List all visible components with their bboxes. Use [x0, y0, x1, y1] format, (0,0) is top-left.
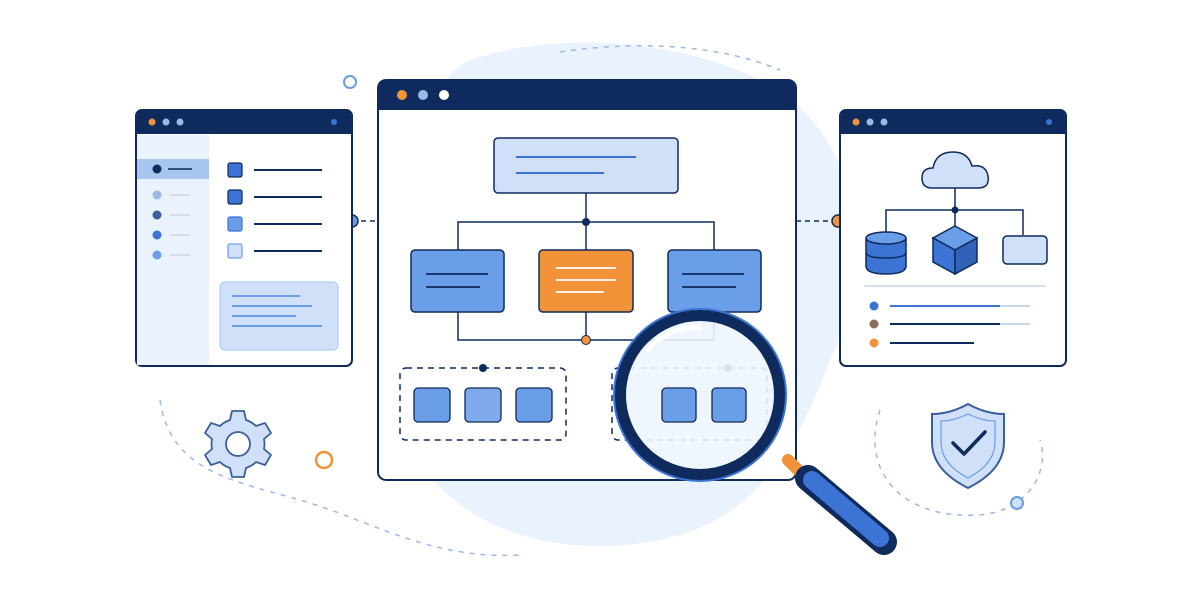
- window-dot-icon: [162, 118, 170, 126]
- dashed-curve-top: [559, 45, 781, 71]
- status-dot: [869, 319, 879, 329]
- list-item-checkbox[interactable]: [227, 189, 243, 205]
- left-window: [135, 109, 353, 367]
- window-dot-icon: [418, 90, 428, 100]
- cube-icon: [931, 225, 979, 276]
- module-block[interactable]: [413, 387, 451, 423]
- ring-decoration: [343, 75, 357, 89]
- gear-icon: [204, 410, 272, 478]
- window-dot-icon: [439, 90, 449, 100]
- window-dot-icon: [176, 118, 184, 126]
- module-block[interactable]: [464, 387, 502, 423]
- dashed-curve-right: [874, 409, 1044, 517]
- list-item-checkbox[interactable]: [227, 216, 243, 232]
- window-dot-icon: [397, 90, 407, 100]
- list-item-checkbox[interactable]: [227, 243, 243, 259]
- list-item-checkbox[interactable]: [227, 162, 243, 178]
- window-dot-icon: [880, 118, 888, 126]
- status-dot: [869, 338, 879, 348]
- cloud-icon: [921, 151, 990, 189]
- sidebar-item[interactable]: [152, 190, 162, 200]
- sidebar-item[interactable]: [152, 210, 162, 220]
- junction-node: [581, 335, 591, 345]
- flow-node-right[interactable]: [667, 249, 762, 313]
- window-dot-icon: [1046, 119, 1052, 125]
- window-dot-icon: [331, 119, 337, 125]
- status-dot: [869, 301, 879, 311]
- window-dot-icon: [148, 118, 156, 126]
- dashed-curve-left: [159, 399, 521, 557]
- ring-decoration: [314, 450, 334, 470]
- sidebar-item[interactable]: [152, 230, 162, 240]
- flow-node-root[interactable]: [493, 137, 679, 194]
- ring-decoration: [1010, 496, 1024, 510]
- module-block[interactable]: [515, 387, 553, 423]
- module-block[interactable]: [711, 387, 747, 423]
- window-dot-icon: [852, 118, 860, 126]
- right-window: [839, 109, 1067, 367]
- database-icon: [865, 231, 907, 275]
- window-dot-icon: [866, 118, 874, 126]
- module-block[interactable]: [661, 387, 697, 423]
- service-block[interactable]: [1002, 235, 1048, 265]
- junction-node: [582, 218, 590, 226]
- flow-node-highlighted[interactable]: [538, 249, 634, 313]
- shield-check-icon: [931, 402, 1005, 490]
- flow-node-left[interactable]: [410, 249, 505, 313]
- sidebar-item[interactable]: [152, 250, 162, 260]
- magnifier-icon: [613, 308, 897, 555]
